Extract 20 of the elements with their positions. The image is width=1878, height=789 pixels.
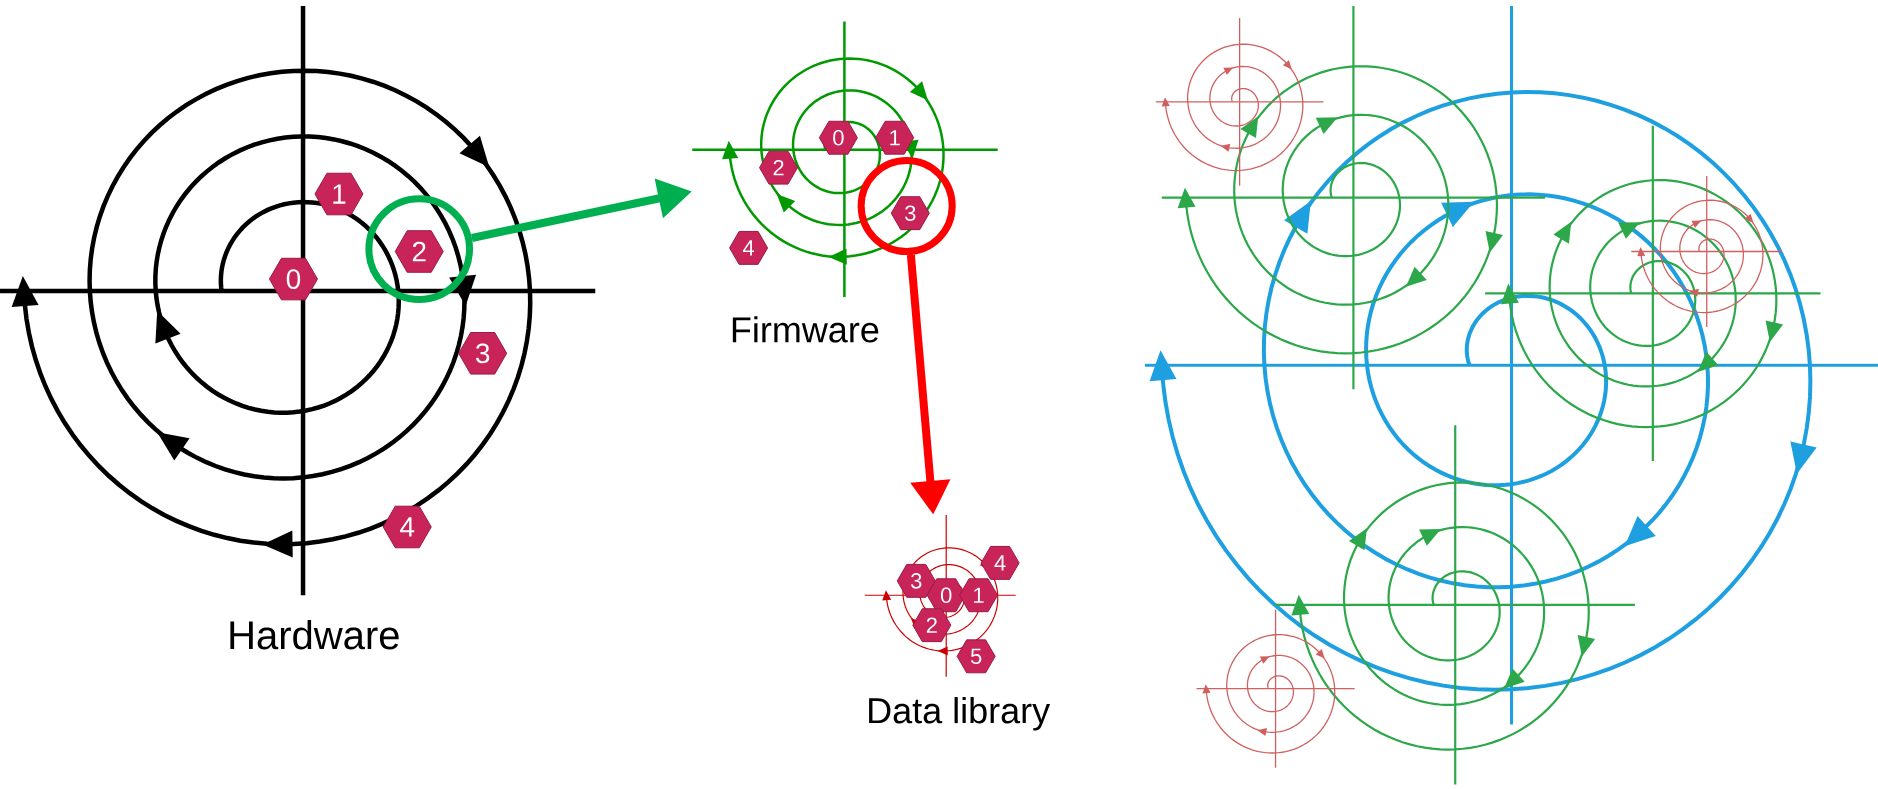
- hexagon-badge: 2: [912, 608, 952, 643]
- hexagon-badge: 3: [458, 332, 508, 375]
- hexagon-badge: 2: [759, 150, 798, 185]
- highlight-circle: [857, 157, 956, 255]
- node-label: Firmware: [732, 316, 879, 343]
- hexagon-badge: 4: [729, 230, 769, 265]
- highlight-circle: [365, 195, 473, 303]
- hexagon-badge: 3: [896, 563, 936, 598]
- hexagon-badge: 1: [959, 578, 999, 613]
- hexagon-badge: 2: [394, 230, 444, 273]
- hexagon-badge: 1: [875, 120, 915, 155]
- hexagon-badge: 3: [890, 196, 930, 231]
- hexagon-badge: 5: [956, 639, 996, 674]
- hexagon-badge: 1: [314, 172, 364, 216]
- node-label: Data library: [869, 697, 1051, 731]
- hexagon-badge: 0: [268, 257, 318, 301]
- hexagon-badge: 4: [382, 505, 432, 549]
- hexagon-badge: 4: [980, 545, 1020, 580]
- node-label: Hardware: [230, 620, 399, 650]
- hexagon-badge: 0: [818, 120, 858, 155]
